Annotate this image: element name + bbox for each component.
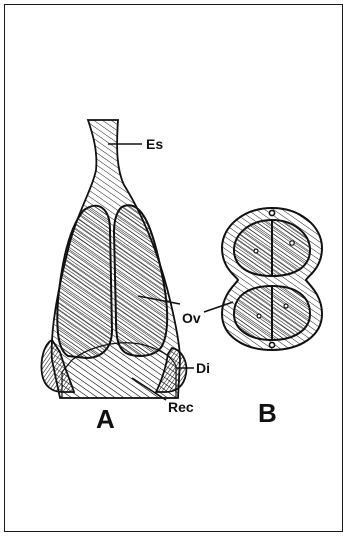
panel-b-cross-section [222, 208, 322, 350]
label-es: Es [146, 136, 163, 152]
ovary-right-lobe [114, 205, 167, 356]
cross-section-node-top [269, 210, 274, 215]
panel-label-b: B [258, 398, 277, 428]
cross-section-node-inner-2 [254, 249, 258, 253]
cross-section-node-inner-1 [290, 241, 294, 245]
panel-label-a: A [96, 404, 115, 434]
cross-section-node-inner-4 [284, 304, 288, 308]
panel-a-drawing [41, 120, 186, 398]
label-ov: Ov [182, 310, 201, 326]
ovary-left-lobe [57, 206, 112, 358]
label-rec: Rec [168, 399, 194, 415]
cross-section-node-inner-3 [257, 314, 261, 318]
label-di: Di [196, 360, 210, 376]
cross-section-node-bottom [269, 342, 274, 347]
